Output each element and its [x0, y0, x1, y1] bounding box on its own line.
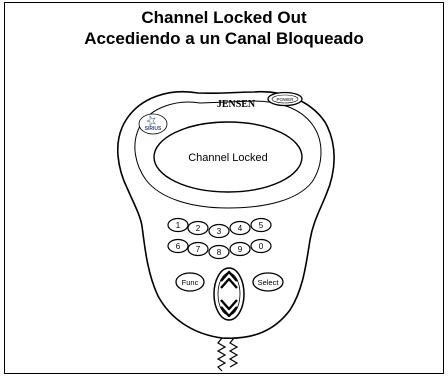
- key-7-button[interactable]: 7: [187, 241, 209, 257]
- brand-logo: JENSEN: [217, 99, 256, 110]
- display-screen: [153, 121, 303, 193]
- key-label: 4: [238, 224, 243, 233]
- heading-spanish: Accediendo a un Canal Bloqueado: [84, 29, 364, 48]
- func-button[interactable]: [175, 272, 205, 292]
- power-label: POWER: [276, 97, 294, 102]
- key-6-button[interactable]: 6: [167, 238, 189, 254]
- number-keypad: 1 2 3 4 5 6 7 8 9 0: [167, 217, 272, 260]
- key-1-button[interactable]: 1: [167, 217, 189, 233]
- key-8-button[interactable]: 8: [208, 244, 230, 260]
- key-9-button[interactable]: 9: [229, 241, 251, 257]
- key-0-button[interactable]: 0: [250, 238, 272, 254]
- key-5-button[interactable]: 5: [250, 217, 272, 233]
- key-3-button[interactable]: 3: [208, 223, 230, 239]
- key-label: 5: [259, 221, 264, 230]
- key-label: 1: [176, 221, 181, 230]
- heading-english: Channel Locked Out: [141, 8, 307, 27]
- key-label: 7: [196, 245, 201, 254]
- key-label: 3: [217, 227, 222, 236]
- func-label: Func: [182, 278, 199, 287]
- select-label: Select: [258, 278, 280, 287]
- select-button[interactable]: [252, 272, 284, 292]
- key-label: 9: [238, 245, 243, 254]
- sirius-logo: SIRIUS: [138, 113, 168, 135]
- key-2-button[interactable]: 2: [187, 220, 209, 236]
- display-text: Channel Locked: [188, 152, 268, 164]
- key-label: 0: [259, 242, 264, 251]
- key-label: 6: [176, 242, 181, 251]
- coiled-cord: [216, 337, 239, 372]
- key-4-button[interactable]: 4: [229, 220, 251, 236]
- key-label: 8: [217, 248, 222, 257]
- svg-text:SIRIUS: SIRIUS: [145, 126, 162, 132]
- key-label: 2: [196, 224, 201, 233]
- sirius-star-icon: [146, 115, 156, 127]
- up-down-chevron-icon[interactable]: [213, 267, 245, 321]
